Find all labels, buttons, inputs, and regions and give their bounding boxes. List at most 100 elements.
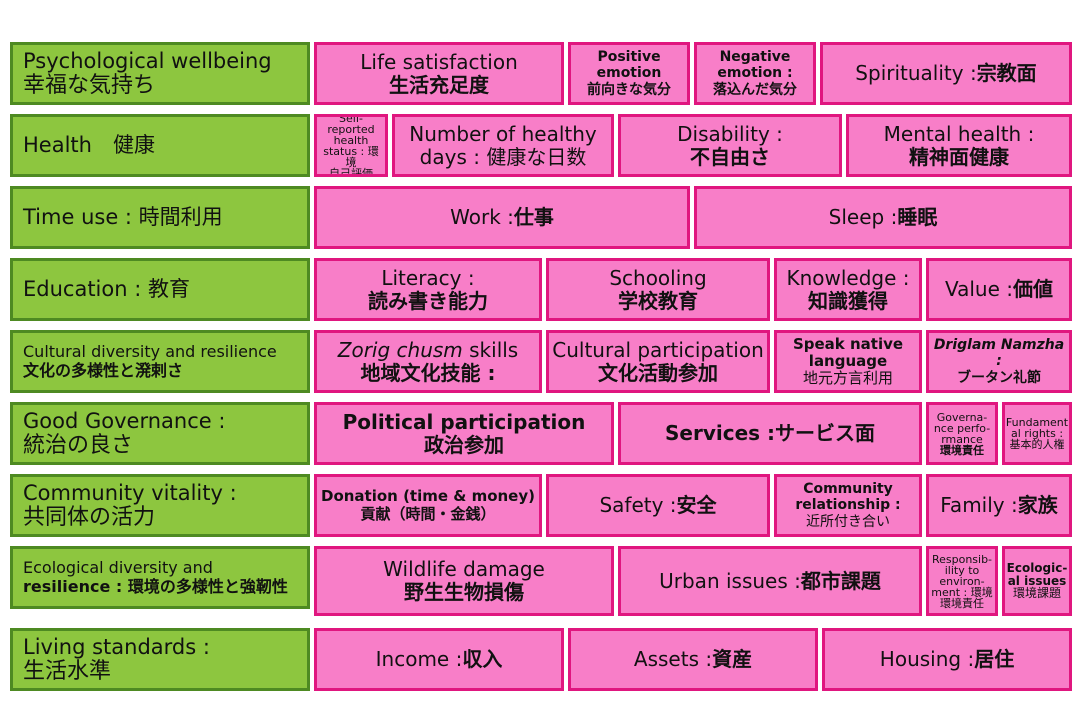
indicator-label-en: Sleep : bbox=[828, 205, 898, 229]
indicator-label-ja: 精神面健康 bbox=[909, 144, 1009, 169]
domain-health: Health 健康 bbox=[10, 114, 310, 177]
indicator-ecological-issues: Ecologic-al issues 環境課題 bbox=[1002, 546, 1072, 616]
indicator-housing: Housing : 居住 bbox=[822, 628, 1072, 691]
indicator-label-ja: 基本的人権 bbox=[1009, 438, 1065, 451]
indicator-responsibility-environment: Responsib-ility to environ-ment : 環境 環境責… bbox=[926, 546, 998, 616]
indicator-literacy: Literacy : 読み書き能力 bbox=[314, 258, 542, 321]
indicator-label-en: Housing : bbox=[879, 647, 975, 671]
domain-label-en: Psychological wellbeing bbox=[23, 48, 272, 73]
indicator-donation: Donation (time & money) 貢献（時間・金銭） bbox=[314, 474, 542, 537]
indicator-family: Family : 家族 bbox=[926, 474, 1072, 537]
indicator-label-en: Mental health : bbox=[883, 121, 1035, 146]
indicator-label-en: Urban issues : bbox=[659, 568, 801, 593]
domain-living-standards: Living standards : 生活水準 bbox=[10, 628, 310, 691]
indicator-income: Income : 収入 bbox=[314, 628, 564, 691]
indicator-label-ja: 野生生物損傷 bbox=[404, 580, 524, 604]
indicator-label-en: Governa-nce perfo-rmance bbox=[933, 410, 991, 446]
domain-label-ja: 共同体の活力 bbox=[23, 504, 156, 530]
indicator-healthy-days: Number of healthy days : 健康な日数 bbox=[392, 114, 614, 177]
indicator-label-ja: 家族 bbox=[1017, 493, 1058, 517]
indicator-label-ja: 近所付き合い bbox=[806, 513, 890, 530]
domain-label-en: Cultural diversity and resilience bbox=[23, 342, 277, 362]
indicator-zorig-chusm: Zorig chusm skills 地域文化技能 : bbox=[314, 330, 542, 393]
indicator-self-reported-health: Self-reported health status : 環境 自己評価 bbox=[314, 114, 388, 177]
indicator-label-ja: 収入 bbox=[462, 647, 503, 671]
indicator-label-ja: 環境責任 bbox=[940, 443, 984, 457]
indicator-label-ja: days : 健康な日数 bbox=[419, 144, 587, 169]
domain-cultural-diversity: Cultural diversity and resilience 文化の多様性… bbox=[10, 330, 310, 393]
indicator-label-en: Safety : bbox=[599, 493, 677, 517]
indicator-label-ja: 地域文化技能 : bbox=[360, 360, 496, 385]
indicator-label-ja: 価値 bbox=[1013, 277, 1054, 301]
indicator-community-relationship: Community relationship : 近所付き合い bbox=[774, 474, 922, 537]
indicator-knowledge: Knowledge : 知識獲得 bbox=[774, 258, 922, 321]
indicator-value: Value : 価値 bbox=[926, 258, 1072, 321]
domain-label-en: Community vitality : bbox=[23, 480, 237, 505]
indicator-label-en: Speak native language bbox=[792, 334, 904, 370]
indicator-label-ja: 居住 bbox=[974, 647, 1015, 671]
domain-label-ja: 幸福な気持ち bbox=[23, 72, 156, 98]
indicator-label-en: Family : bbox=[940, 493, 1018, 517]
indicator-label-en: Work : bbox=[450, 205, 514, 229]
indicator-label-en: Disability : bbox=[677, 121, 783, 146]
indicator-label-en: Cultural participation bbox=[552, 337, 764, 362]
indicator-schooling: Schooling 学校教育 bbox=[546, 258, 770, 321]
indicator-label-ja: 政治参加 bbox=[424, 432, 504, 457]
indicator-label-ja: ブータン礼節 bbox=[957, 369, 1041, 386]
indicator-label-en: Self-reported health status : 環境 bbox=[323, 114, 379, 169]
indicator-cultural-participation: Cultural participation 文化活動参加 bbox=[546, 330, 770, 393]
indicator-label-en: Life satisfaction bbox=[360, 49, 518, 74]
indicator-label-en: Income : bbox=[375, 647, 463, 671]
indicator-label-en-italic: Zorig chusm bbox=[337, 337, 463, 362]
indicator-label-en: Spirituality : bbox=[855, 61, 977, 85]
indicator-label-en: Wildlife damage bbox=[383, 557, 545, 581]
indicator-label-en: Number of healthy bbox=[409, 121, 597, 146]
indicator-urban-issues: Urban issues : 都市課題 bbox=[618, 546, 922, 616]
indicator-wildlife-damage: Wildlife damage 野生生物損傷 bbox=[314, 546, 614, 616]
indicator-label-ja: 不自由さ bbox=[690, 144, 770, 169]
indicator-label-ja: 安全 bbox=[676, 493, 717, 517]
indicator-label-en: Community relationship : bbox=[795, 481, 901, 514]
indicator-sleep: Sleep : 睡眠 bbox=[694, 186, 1072, 249]
indicator-disability: Disability : 不自由さ bbox=[618, 114, 842, 177]
indicator-label-en: Fundament al rights : bbox=[1005, 416, 1069, 440]
indicator-label-en: Literacy : bbox=[381, 265, 475, 290]
indicator-label-ja: サービス面 bbox=[775, 421, 875, 445]
indicator-label-ja: 前向きな気分 bbox=[587, 81, 671, 98]
indicator-label-ja: 読み書き能力 bbox=[368, 288, 488, 313]
indicator-label-ja: 仕事 bbox=[513, 205, 554, 229]
indicator-fundamental-rights: Fundament al rights : 基本的人権 bbox=[1002, 402, 1072, 465]
domain-label-ja: 文化の多様性と溌剌さ bbox=[23, 360, 184, 380]
indicator-label-en: Positive emotion bbox=[596, 49, 662, 82]
indicator-governance-performance: Governa-nce perfo-rmance 環境責任 bbox=[926, 402, 998, 465]
domain-community-vitality: Community vitality : 共同体の活力 bbox=[10, 474, 310, 537]
indicator-label-ja: 資産 bbox=[712, 647, 753, 671]
indicator-negative-emotion: Negative emotion : 落込んだ気分 bbox=[694, 42, 816, 105]
domain-psychological-wellbeing: Psychological wellbeing 幸福な気持ち bbox=[10, 42, 310, 105]
domain-ecological-diversity: Ecological diversity and resilience : 環境… bbox=[10, 546, 310, 609]
domain-label-en: Living standards : bbox=[23, 634, 210, 659]
indicator-label-en: Ecologic-al issues bbox=[1006, 561, 1068, 588]
indicator-positive-emotion: Positive emotion 前向きな気分 bbox=[568, 42, 690, 105]
domain-label-en: Good Governance : bbox=[23, 408, 226, 433]
indicator-label-en: Donation (time & money) bbox=[321, 487, 535, 506]
indicator-label-ja: 宗教面 bbox=[976, 61, 1037, 85]
domain-good-governance: Good Governance : 統治の良さ bbox=[10, 402, 310, 465]
indicator-label-en-rest: skills bbox=[462, 337, 519, 362]
indicator-life-satisfaction: Life satisfaction 生活充足度 bbox=[314, 42, 564, 105]
domain-label-en: Ecological diversity and bbox=[23, 558, 213, 578]
indicator-label-ja: 睡眠 bbox=[897, 205, 938, 229]
indicator-label-ja: 環境課題 bbox=[1012, 586, 1061, 601]
domain-label-en: Education : 教育 bbox=[23, 277, 190, 302]
indicator-label-en: Responsib-ility to environ-ment : 環境 bbox=[931, 552, 993, 599]
domain-label-en: Time use : 時間利用 bbox=[23, 205, 223, 230]
indicator-label-en: Political participation bbox=[342, 409, 586, 434]
indicator-mental-health: Mental health : 精神面健康 bbox=[846, 114, 1072, 177]
indicator-label-ja: 生活充足度 bbox=[389, 72, 489, 97]
indicator-label-ja: 自己評価 bbox=[329, 166, 373, 177]
indicator-speak-native-language: Speak native language 地元方言利用 bbox=[774, 330, 922, 393]
indicator-spirituality: Spirituality : 宗教面 bbox=[820, 42, 1072, 105]
indicator-label-en: Zorig chusm skills bbox=[337, 337, 519, 362]
indicator-label-ja: 地元方言利用 bbox=[802, 369, 893, 388]
domain-label-ja: 生活水準 bbox=[23, 658, 112, 684]
